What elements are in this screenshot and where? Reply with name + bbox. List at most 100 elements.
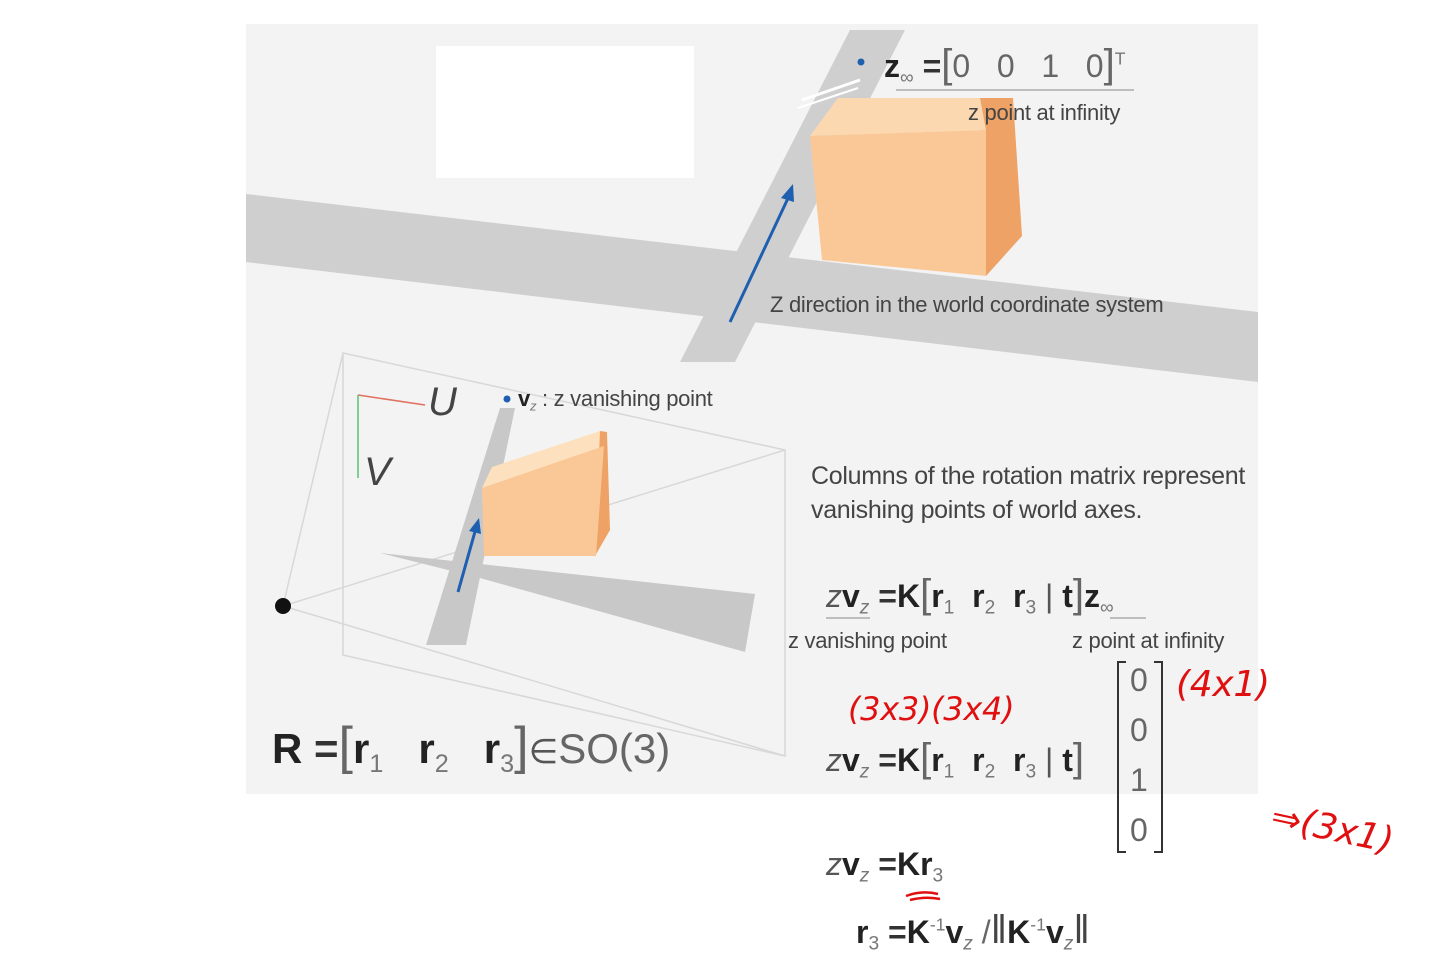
equals-sign: = <box>888 914 907 950</box>
intrinsic-matrix-symbol: K <box>896 846 921 882</box>
bracket-close: ] <box>1103 42 1115 86</box>
transpose-symbol: T <box>1114 48 1126 69</box>
r3-subscript: 3 <box>932 865 944 887</box>
vz-subscript: z <box>859 597 870 619</box>
element-of: ∈ <box>528 733 559 771</box>
explanation-line-2: vanishing points of world axes. <box>811 496 1143 524</box>
vanishing-point-dot <box>503 395 511 403</box>
image-plane <box>342 352 786 757</box>
bracket-open: [ <box>338 717 353 775</box>
norm-open: ‖ <box>990 908 1008 952</box>
projection-equation-1: zvz =K[r1 r2 r3 | t]z∞ <box>826 572 1114 620</box>
z-infinity-symbol: z <box>884 48 900 84</box>
z-strip-edge-line-2 <box>797 87 859 109</box>
r1-subscript: 1 <box>943 597 955 619</box>
r1-subscript: 1 <box>369 749 384 778</box>
frustum-line-top <box>282 352 344 607</box>
projection-equation-2: zvz =K[r1 r2 r3 | t] <box>826 736 1084 784</box>
intrinsic-matrix-symbol: K <box>1007 914 1031 950</box>
r1-subscript: 1 <box>943 761 955 783</box>
u-axis-label: U <box>428 380 457 424</box>
image-box-top <box>482 431 606 488</box>
r2-subscript: 2 <box>434 749 449 778</box>
depth-symbol: z <box>826 846 842 882</box>
dimension-annotation-right: (4x1) <box>1176 664 1270 705</box>
translation-symbol: t <box>1062 578 1073 614</box>
z-infinity-caption: z point at infinity <box>968 100 1121 125</box>
z-direction-caption: Z direction in the world coordinate syst… <box>770 292 1164 317</box>
vz-symbol: v <box>842 846 860 882</box>
r1-symbol: r <box>931 578 944 614</box>
image-ground-strip <box>380 553 755 652</box>
r1-symbol: r <box>931 742 944 778</box>
norm-close: ‖ <box>1073 908 1090 952</box>
world-box-side <box>980 98 1022 276</box>
intrinsic-matrix-symbol: K <box>896 578 921 614</box>
z-strip-edge-line <box>801 78 861 102</box>
z-infinity-subscript: ∞ <box>900 67 914 89</box>
bracket-close: ] <box>514 717 529 775</box>
vz-symbol: v <box>945 914 964 950</box>
translation-symbol: t <box>1062 742 1073 778</box>
bracket-open: [ <box>920 572 932 616</box>
column-bracket-left <box>1117 661 1126 853</box>
equals-sign: = <box>922 48 942 84</box>
bracket-open: [ <box>920 736 932 780</box>
vz-subscript: z <box>859 761 870 783</box>
z-infinity-symbol: z <box>1084 578 1101 614</box>
r3-subscript: 3 <box>868 933 880 955</box>
z-infinity-subscript: ∞ <box>1100 597 1114 619</box>
vz-symbol: v <box>842 578 860 614</box>
equals-sign: = <box>314 725 339 772</box>
r3-symbol: r <box>483 725 501 772</box>
bracket-close: ] <box>1072 736 1085 780</box>
r1-symbol: r <box>353 725 370 772</box>
column-entry-3: 0 <box>1130 812 1148 848</box>
vz-subscript: z <box>859 865 870 887</box>
vz-subscript: z <box>1063 933 1074 955</box>
frustum-line-bottom <box>282 605 786 757</box>
r2-subscript: 2 <box>984 597 996 619</box>
separator-bar: | <box>1045 578 1054 614</box>
r3-subscript: 3 <box>1025 761 1037 783</box>
r3-symbol: r <box>1013 742 1026 778</box>
column-entry-2: 1 <box>1130 762 1148 798</box>
blank-region <box>436 46 694 178</box>
u-axis-line <box>357 394 426 406</box>
inverse-superscript: -1 <box>929 914 946 935</box>
dimension-annotation-left: (3x3)(3x4) <box>848 690 1015 728</box>
equals-sign: = <box>878 578 897 614</box>
separator-bar: | <box>1045 742 1054 778</box>
z-infinity-vector: 0 0 1 0 <box>952 48 1104 84</box>
bracket-close: ] <box>1072 572 1085 616</box>
rotation-symbol: R <box>272 725 303 772</box>
projection-equation-4: r3 =K-1vz /‖K-1vz‖ <box>856 908 1090 956</box>
equals-sign: = <box>878 742 897 778</box>
world-box-top <box>810 98 986 136</box>
z-direction-arrow <box>728 193 792 323</box>
r3-subscript: 3 <box>1025 597 1037 619</box>
vz-symbol: v <box>1045 914 1064 950</box>
pen-underline <box>905 891 941 902</box>
vz-subscript: z <box>529 398 537 414</box>
column-entry-0: 0 <box>1130 662 1148 698</box>
image-box-front <box>482 446 604 556</box>
depth-symbol: z <box>826 742 842 778</box>
column-entry-1: 0 <box>1130 712 1148 748</box>
column-bracket-right <box>1154 661 1163 853</box>
slide-background <box>246 24 1258 794</box>
inverse-superscript: -1 <box>1030 914 1046 935</box>
z-infinity-dot <box>857 58 865 66</box>
so3-group: SO(3) <box>558 725 671 772</box>
explanation-line-1: Columns of the rotation matrix represent <box>811 462 1246 490</box>
intrinsic-matrix-symbol: K <box>896 742 921 778</box>
r3-symbol: r <box>856 914 869 950</box>
division-slash: / <box>981 914 991 950</box>
intrinsic-matrix-symbol: K <box>906 914 930 950</box>
v-axis-label: V <box>364 450 391 494</box>
vanishing-point-caption: z vanishing point <box>788 628 947 653</box>
r2-symbol: r <box>972 742 985 778</box>
image-z-arrowhead <box>469 518 481 534</box>
r3-symbol: r <box>1013 578 1026 614</box>
